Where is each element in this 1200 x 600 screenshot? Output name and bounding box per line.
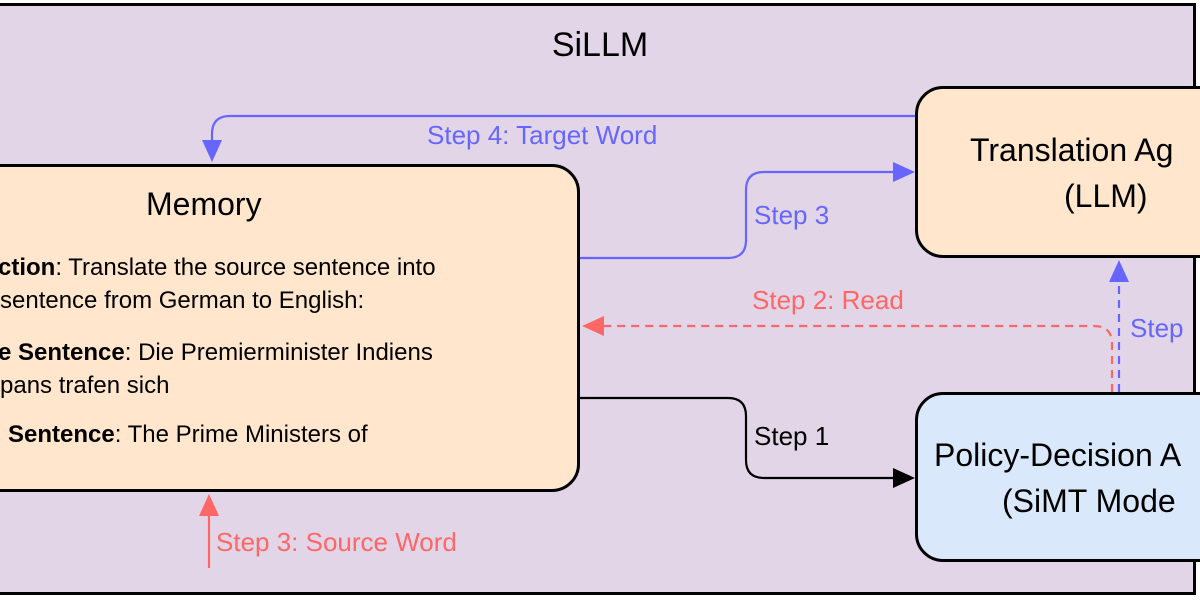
step3-label: Step 3 (754, 200, 830, 230)
policy-decision-agent-box (915, 392, 1200, 562)
step4-label: Step 4: Target Word (427, 120, 658, 150)
source-key: e Sentence (0, 339, 125, 366)
step1-arrowhead (893, 468, 915, 488)
target-text: : The Prime Ministers of (114, 421, 368, 448)
source-word-arrowhead (199, 494, 219, 516)
step2-label: Step 2: Read (752, 285, 904, 315)
translation-agent-name: Translation Ag (970, 132, 1174, 168)
step3-arrowhead (893, 162, 915, 182)
policy-agent-model: (SiMT Mode (1002, 483, 1176, 519)
memory-box (0, 164, 580, 492)
target-key: Sentence (8, 421, 115, 448)
instruction-key: ction (0, 254, 56, 281)
step3-arrow (580, 170, 895, 260)
step1-label: Step 1 (754, 421, 830, 451)
diagram-title: SiLLM (551, 26, 649, 64)
policy-agent-name: Policy-Decision A (934, 437, 1182, 473)
source-word-label: Step 3: Source Word (216, 527, 457, 557)
memory-target-line: Sentence: The Prime Ministers of (8, 421, 368, 449)
step1-arrow (580, 396, 895, 480)
memory-source-line: e Sentence: Die Premierminister Indiens (0, 339, 433, 367)
step2-arrowhead (582, 316, 604, 336)
step4-arrow (210, 114, 915, 144)
memory-instruction-line: ction: Translate the source sentence int… (0, 254, 436, 282)
step2-arrow (602, 324, 1114, 392)
step-right-label: Step (1130, 313, 1184, 343)
memory-instruction-line2: sentence from German to English: (0, 287, 365, 314)
memory-source-line2: pans trafen sich (0, 372, 170, 399)
memory-title: Memory (146, 186, 262, 222)
step-right-arrowhead (1109, 260, 1129, 282)
instruction-text: : Translate the source sentence into (55, 254, 436, 281)
step4-arrowhead (202, 140, 222, 162)
translation-agent-box (915, 86, 1200, 258)
source-text: : Die Premierminister Indiens (124, 339, 433, 366)
translation-agent-model: (LLM) (1064, 178, 1148, 214)
